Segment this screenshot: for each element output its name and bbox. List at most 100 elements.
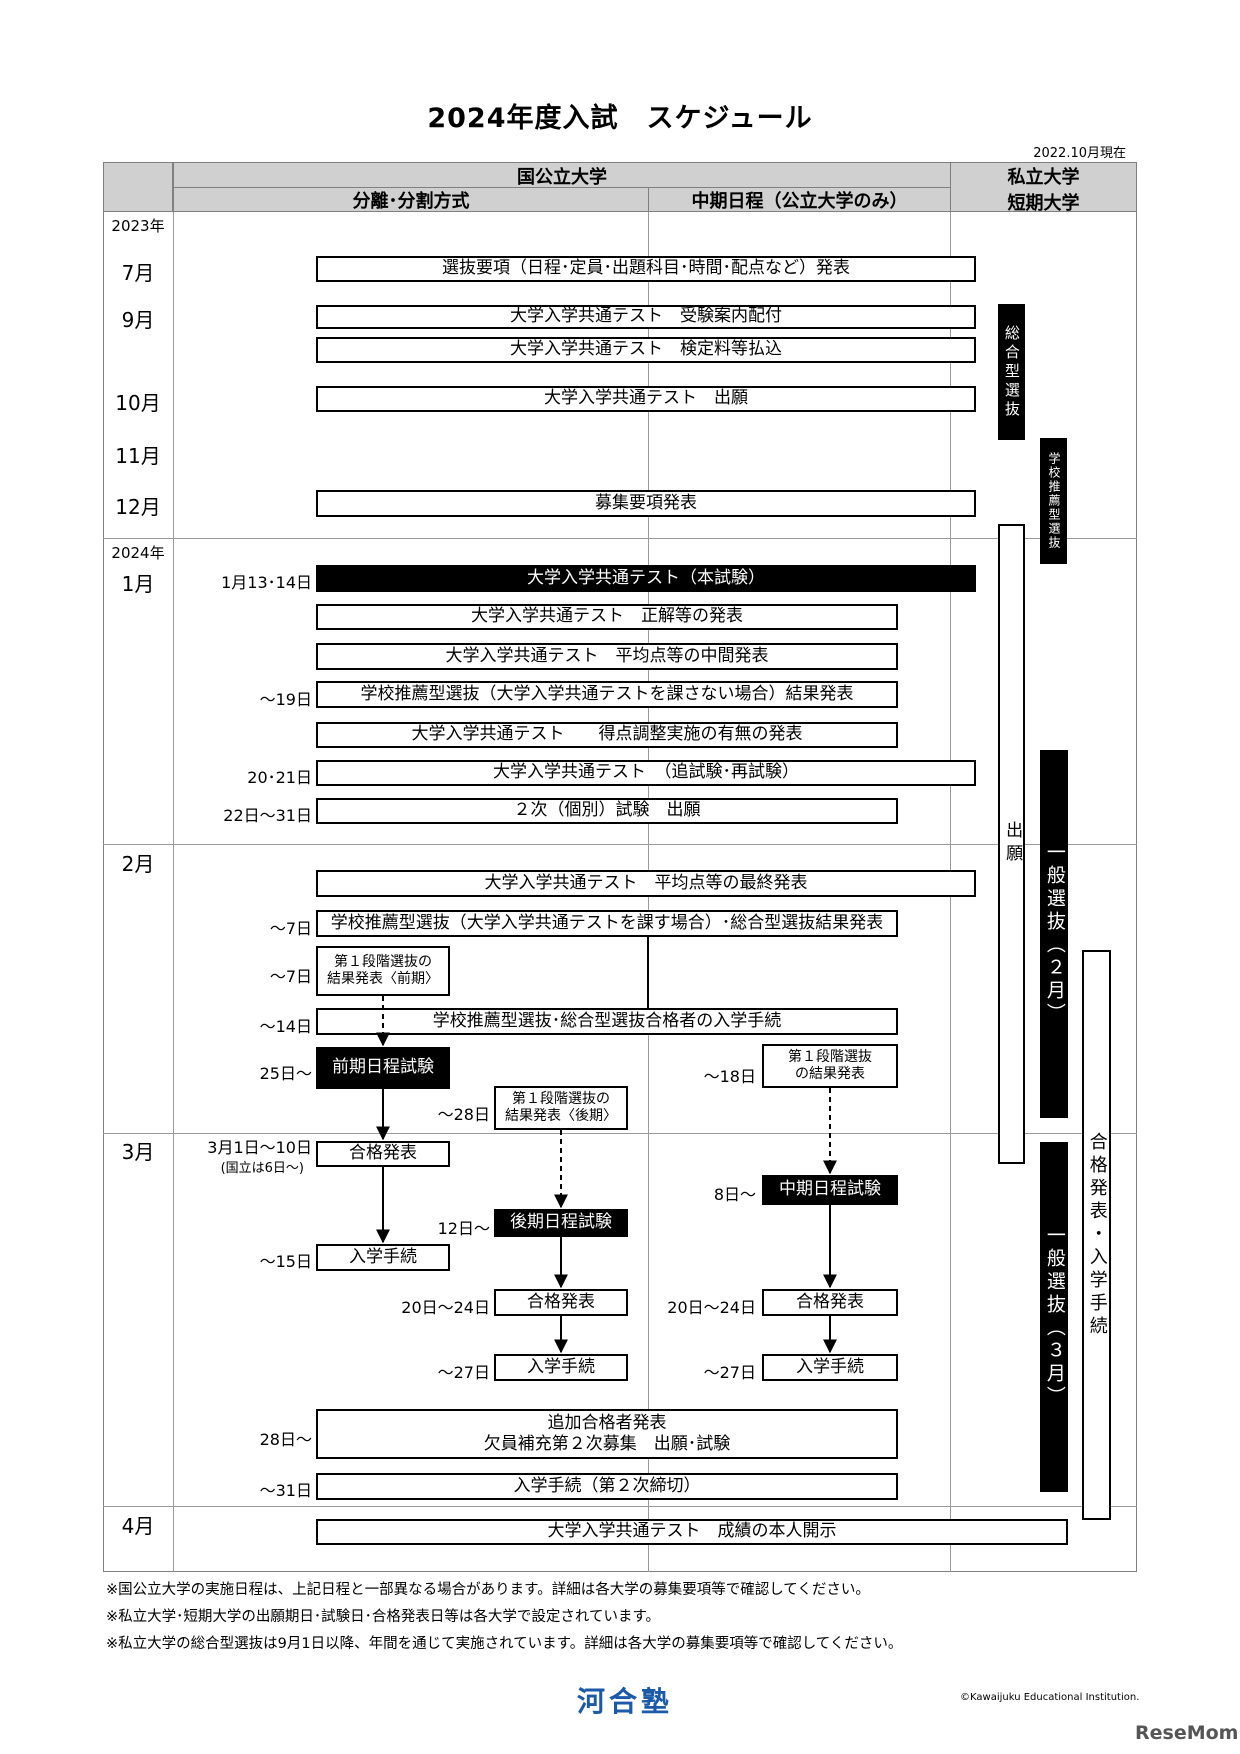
divider-mar — [103, 1133, 1137, 1134]
divider-month-col — [173, 212, 174, 1572]
note-3: ※私立大学の総合型選抜は9月1日以降、年間を通じて実施されています。詳細は各大学… — [106, 1636, 903, 1652]
month-label-dec: 12月 — [115, 495, 161, 519]
date-koki-gokaku: 20日～24日 — [401, 1298, 490, 1317]
date-koki-tetsuzuki: ～27日 — [437, 1363, 490, 1382]
event-tsuika: 追加合格者発表 欠員補充第２次募集 出願･試験 — [316, 1409, 898, 1459]
date-dai1-koki: ～28日 — [437, 1105, 490, 1124]
header-private — [950, 162, 1137, 212]
date-zenki-tetsuzuki: ～15日 — [259, 1252, 312, 1271]
date-zenki-gokaku: 3月1日～10日 — [207, 1138, 312, 1157]
private-ippan-mar-bar: 一般選抜（３月） — [1040, 1142, 1068, 1492]
private-ippan-feb-label: 一般選抜（２月） — [1043, 842, 1066, 1026]
copyright: ©Kawaijuku Educational Institution. — [960, 1692, 1140, 1703]
header-corner — [103, 162, 173, 212]
month-label-mar: 3月 — [121, 1140, 155, 1164]
event-senbatsu-yoko: 選抜要項（日程･定員･出題科目･時間･配点など）発表 — [316, 256, 976, 282]
event-kenteiryo: 大学入学共通テスト 検定料等払込 — [316, 337, 976, 363]
private-gokaku-bar: 合格発表・入学手続 — [1082, 950, 1111, 1520]
event-dai1-koki-line1: 第１段階選抜の — [512, 1090, 610, 1107]
private-shutsugan-bar: 出願 — [998, 524, 1025, 1164]
event-tsuika-line2: 欠員補充第２次募集 出願･試験 — [483, 1434, 731, 1454]
event-koki-gokaku: 合格発表 — [494, 1289, 628, 1316]
date-niji: 22日～31日 — [223, 806, 312, 825]
event-niji-shimekiri: 入学手続（第２次締切） — [316, 1473, 898, 1500]
month-label-apr: 4月 — [121, 1514, 155, 1538]
private-sogo-bar: 総合型選抜 — [998, 304, 1025, 440]
event-zenki-gokaku: 合格発表 — [316, 1141, 450, 1167]
kawaijuku-logo: 河合塾 — [576, 1685, 673, 1718]
date-tsuishi: 20･21日 — [247, 768, 312, 787]
date-chuki-tetsuzuki: ～27日 — [703, 1363, 756, 1382]
event-dai1-chuki-line1: 第１段階選抜 — [788, 1048, 872, 1065]
event-dai1-chuki-line2: の結果発表 — [795, 1066, 865, 1082]
event-dai1-zenki-line1: 第１段階選抜の — [334, 953, 432, 970]
header-private-label-2: 短期大学 — [1007, 193, 1080, 214]
page-title: 2024年度入試 スケジュール — [427, 103, 813, 134]
event-dai1-zenki-line2: 結果発表〈前期〉 — [327, 971, 439, 987]
event-zenki-tetsuzuki: 入学手続 — [316, 1244, 450, 1271]
year-label-2023: 2023年 — [111, 217, 165, 235]
month-label-feb: 2月 — [121, 852, 155, 876]
note-1: ※国公立大学の実施日程は、上記日程と一部異なる場合があります。詳細は各大学の募集… — [106, 1582, 870, 1598]
date-honshiken: 1月13･14日 — [221, 573, 312, 592]
month-label-jan: 1月 — [121, 572, 155, 596]
event-boshu-yoko: 募集要項発表 — [316, 490, 976, 517]
date-chuki-gokaku: 20日～24日 — [667, 1298, 756, 1317]
resemom-watermark: ReseMom — [1135, 1722, 1239, 1744]
event-dai1-koki: 第１段階選抜の 結果発表〈後期〉 — [494, 1086, 628, 1130]
as-of-date: 2022.10月現在 — [1033, 146, 1126, 161]
event-shutsugan: 大学入学共通テスト 出願 — [316, 386, 976, 412]
event-dai1-koki-line2: 結果発表〈後期〉 — [505, 1108, 617, 1124]
private-gokaku-label: 合格発表・入学手続 — [1086, 1131, 1108, 1339]
year-label-2024: 2024年 — [111, 544, 165, 562]
date-tsuika: 28日～ — [259, 1430, 312, 1449]
note-2: ※私立大学･短期大学の出願期日･試験日･合格発表日等は各大学で設定されています。 — [106, 1609, 661, 1625]
month-label-oct: 10月 — [115, 391, 161, 415]
private-suisen-label: 学校推薦型選抜 — [1047, 452, 1061, 550]
month-label-nov: 11月 — [115, 444, 161, 468]
month-label-sep: 9月 — [121, 308, 155, 332]
event-zenki: 前期日程試験 — [316, 1047, 450, 1089]
private-shutsugan-label: 出願 — [1002, 821, 1023, 867]
event-saishu: 大学入学共通テスト 平均点等の最終発表 — [316, 870, 976, 897]
date-nyugaku-suisen: ～14日 — [259, 1017, 312, 1036]
event-chukan: 大学入学共通テスト 平均点等の中間発表 — [316, 643, 898, 670]
event-seikai: 大学入学共通テスト 正解等の発表 — [316, 604, 898, 630]
private-sogo-label: 総合型選抜 — [1002, 324, 1021, 420]
header-chuki — [648, 187, 951, 212]
event-koki: 後期日程試験 — [494, 1209, 628, 1237]
event-dai1-zenki: 第１段階選抜の 結果発表〈前期〉 — [316, 946, 450, 996]
event-niji: ２次（個別）試験 出願 — [316, 798, 898, 824]
event-tsuika-line1: 追加合格者発表 — [547, 1412, 667, 1433]
header-private-label-1: 私立大学 — [1007, 167, 1080, 188]
event-dai1-chuki: 第１段階選抜 の結果発表 — [762, 1044, 898, 1088]
divider-feb — [103, 844, 1137, 845]
month-label-jul: 7月 — [121, 261, 155, 285]
private-ippan-mar-label: 一般選抜（３月） — [1043, 1225, 1066, 1409]
event-koki-tetsuzuki: 入学手続 — [494, 1354, 628, 1381]
date-chuki: 8日～ — [713, 1185, 756, 1204]
date-suisen-kekka2: ～7日 — [269, 919, 312, 938]
private-ippan-feb-bar: 一般選抜（２月） — [1040, 750, 1068, 1118]
date-dai1-chuki: ～18日 — [703, 1067, 756, 1086]
event-chuki-tetsuzuki: 入学手続 — [762, 1354, 898, 1381]
divider-2024 — [103, 538, 1137, 539]
date-koki: 12日～ — [437, 1219, 490, 1238]
divider-apr — [103, 1506, 1137, 1507]
header-national — [173, 162, 951, 188]
private-suisen-bar: 学校推薦型選抜 — [1040, 438, 1067, 564]
event-suisen-kekka2: 学校推薦型選抜（大学入学共通テストを課す場合）･総合型選抜結果発表 — [316, 910, 898, 937]
header-national-label: 国公立大学 — [517, 167, 607, 188]
header-bunri — [173, 187, 649, 212]
event-chuki-gokaku: 合格発表 — [762, 1289, 898, 1316]
header-chuki-label: 中期日程（公立大学のみ） — [691, 191, 908, 212]
event-tsuishi: 大学入学共通テスト （追試験･再試験） — [316, 760, 976, 786]
event-suisen-kekka1: 学校推薦型選抜（大学入学共通テストを課さない場合）結果発表 — [316, 681, 898, 708]
date-zenki: 25日～ — [259, 1064, 312, 1083]
event-honshiken: 大学入学共通テスト（本試験） — [316, 565, 976, 592]
date-dai1-zenki: ～7日 — [269, 967, 312, 986]
event-chuki: 中期日程試験 — [762, 1175, 898, 1205]
event-nyugaku-suisen: 学校推薦型選抜･総合型選抜合格者の入学手続 — [316, 1008, 898, 1035]
header-bunri-label: 分離･分割方式 — [352, 191, 470, 212]
